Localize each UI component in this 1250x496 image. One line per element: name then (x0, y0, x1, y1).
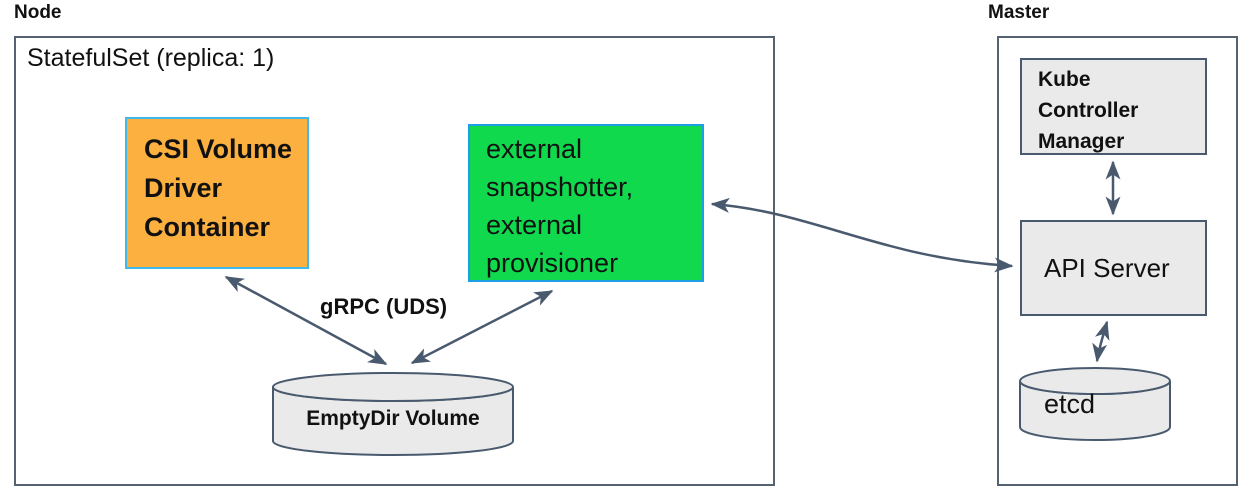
emptydir-volume-label: EmptyDir Volume (306, 407, 480, 430)
api-server-box: API Server (1020, 220, 1207, 316)
etcd-label: etcd (1044, 389, 1096, 419)
statefulset-title: StatefulSet (replica: 1) (27, 44, 275, 72)
csi-volume-driver-box: CSI Volume Driver Container (125, 117, 309, 269)
api-server-label: API Server (1044, 252, 1170, 283)
external-sidecars-box: external snapshotter, external provision… (468, 124, 704, 282)
master-label: Master (988, 2, 1050, 23)
node-label: Node (14, 2, 62, 23)
grpc-uds-label: gRPC (UDS) (320, 294, 448, 319)
kube-controller-manager-box: Kube Controller Manager (1020, 58, 1207, 155)
